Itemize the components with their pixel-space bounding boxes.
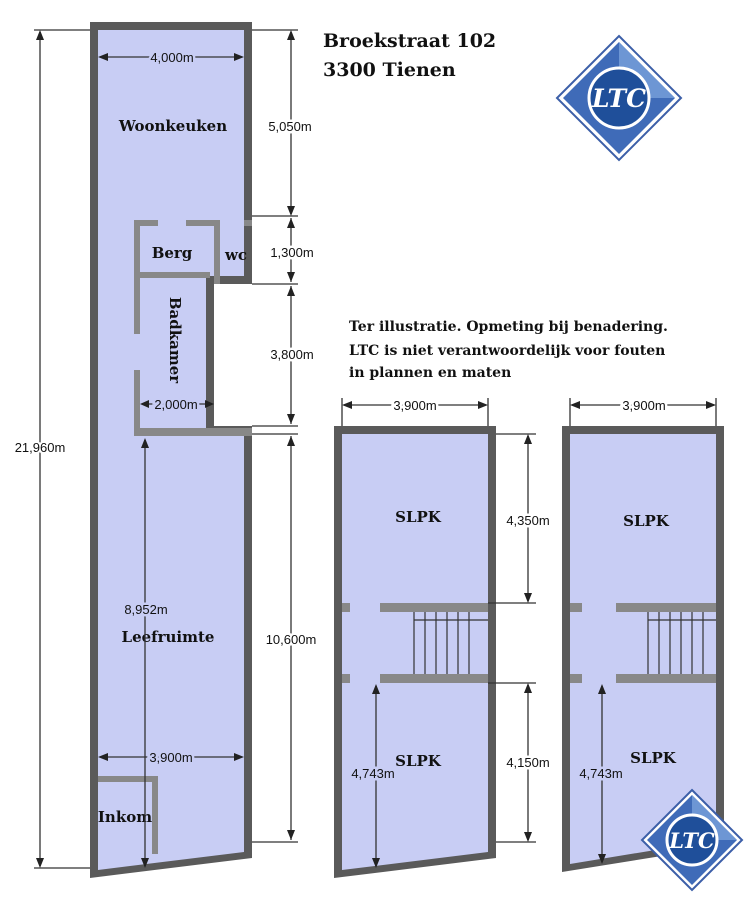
partition-wc-door: [244, 220, 252, 226]
upper-floor-2-width-label: 3,900m: [622, 398, 665, 413]
note-line-1: Ter illustratie. Opmeting bij benadering…: [349, 319, 668, 335]
partition-entry-right: [152, 776, 158, 854]
upper-floor-1-width-dimension: 3,900m: [341, 396, 489, 426]
upper-floor-2-partition-bottom-stub: [570, 674, 582, 683]
partition-storage-top-right: [186, 220, 220, 226]
ground-floor-plan: Woonkeuken Berg wc Badkamer Leefruimte I…: [13, 22, 319, 878]
wc-area: [206, 220, 244, 276]
dimension-living-width: 3,900m: [98, 748, 244, 768]
upper-floor-2-inner-depth: 4,743m: [577, 684, 625, 864]
dimension-right-chain: [252, 29, 298, 843]
ltc-logo-top: LTC: [555, 34, 683, 162]
upper-floor-2-partition-top: [616, 603, 716, 612]
room-label-leefruimte: Leefruimte: [122, 628, 215, 646]
address-line-2: 3300 Tienen: [323, 59, 456, 81]
dimension-living-width-label: 3,900m: [149, 750, 192, 765]
upper-floor-2-plan: SLPK SLPK 3,900m 4,743m: [562, 396, 724, 872]
upper-floor-1-top-depth-label: 4,350m: [506, 513, 549, 528]
dimension-bathroom-width: 2,000m: [140, 395, 214, 415]
note-line-2: LTC is niet verantwoordelijk voor fouten: [349, 343, 665, 359]
upper-floor-1-depth-dimensions: 4,350m 4,150m: [488, 433, 552, 843]
partition-storage-left: [134, 220, 140, 276]
dimension-total-depth: 21,960m: [13, 29, 90, 869]
dimension-living-inner-depth: 8,952m: [122, 438, 170, 868]
upper-floor-1-width-label: 3,900m: [393, 398, 436, 413]
kitchen-area: [98, 30, 244, 220]
dimension-bathroom-depth-label: 3,800m: [270, 347, 313, 362]
ltc-logo-bottom: LTC: [640, 788, 744, 892]
living-area: [98, 434, 244, 870]
upper-floor-2-partition-top-stub: [570, 603, 582, 612]
partition-bath-left-bottom: [134, 370, 140, 434]
address-line-1: Broekstraat 102: [323, 30, 496, 52]
dimension-kitchen-width-label: 4,000m: [150, 50, 193, 65]
partition-storage-bottom: [134, 272, 210, 278]
upper-floor-2-room-bottom: SLPK: [630, 749, 677, 767]
upper-floor-2-interior: [570, 434, 716, 864]
note-line-3: in plannen en maten: [349, 365, 511, 381]
partition-entry-top: [98, 776, 158, 782]
room-label-wc: wc: [224, 246, 247, 264]
room-label-woonkeuken: Woonkeuken: [118, 117, 227, 135]
partition-storage-top-left: [134, 220, 158, 226]
ltc-logo-bottom-text: LTC: [668, 828, 715, 853]
dimension-kitchen-width: 4,000m: [98, 48, 244, 68]
upper-floor-1-partition-bottom: [380, 674, 488, 683]
upper-floor-1-partition-bottom-stub: [342, 674, 350, 683]
upper-floor-1-partition-top-stub: [342, 603, 350, 612]
upper-floor-1-room-bottom: SLPK: [395, 752, 442, 770]
dimension-bathroom-width-label: 2,000m: [154, 397, 197, 412]
dimension-total-depth-label: 21,960m: [15, 440, 66, 455]
upper-floor-2-stairs: [647, 612, 716, 674]
upper-floor-2-partition-bottom: [616, 674, 716, 683]
partition-bath-bottom: [134, 428, 252, 436]
upper-floor-1-bottom-depth-label: 4,150m: [506, 755, 549, 770]
upper-floor-1-inner-depth-label: 4,743m: [351, 766, 394, 781]
upper-floor-1-stairs: [413, 612, 488, 674]
room-label-inkom: Inkom: [98, 808, 152, 826]
upper-floor-2-inner-depth-label: 4,743m: [579, 766, 622, 781]
partition-wc-left: [214, 226, 220, 284]
dimension-living-depth-label: 10,600m: [266, 632, 317, 647]
ltc-logo-top-text: LTC: [591, 84, 646, 113]
room-label-badkamer: Badkamer: [166, 297, 184, 384]
upper-floor-1-inner-depth: 4,743m: [349, 684, 397, 868]
dimension-storage-depth-label: 1,300m: [270, 245, 313, 260]
upper-floor-1-room-top: SLPK: [395, 508, 442, 526]
dimension-living-inner-depth-label: 8,952m: [124, 602, 167, 617]
upper-floor-2-width-dimension: 3,900m: [569, 396, 717, 426]
upper-floor-1-plan: SLPK SLPK 3,900m 4,350m 4,150m: [334, 396, 552, 878]
upper-floor-1-interior: [342, 434, 488, 870]
partition-bath-left-top: [134, 278, 140, 334]
room-label-berg: Berg: [152, 244, 193, 262]
upper-floor-2-room-top: SLPK: [623, 512, 670, 530]
dimension-kitchen-depth-label: 5,050m: [268, 119, 311, 134]
upper-floor-1-partition-top: [380, 603, 488, 612]
